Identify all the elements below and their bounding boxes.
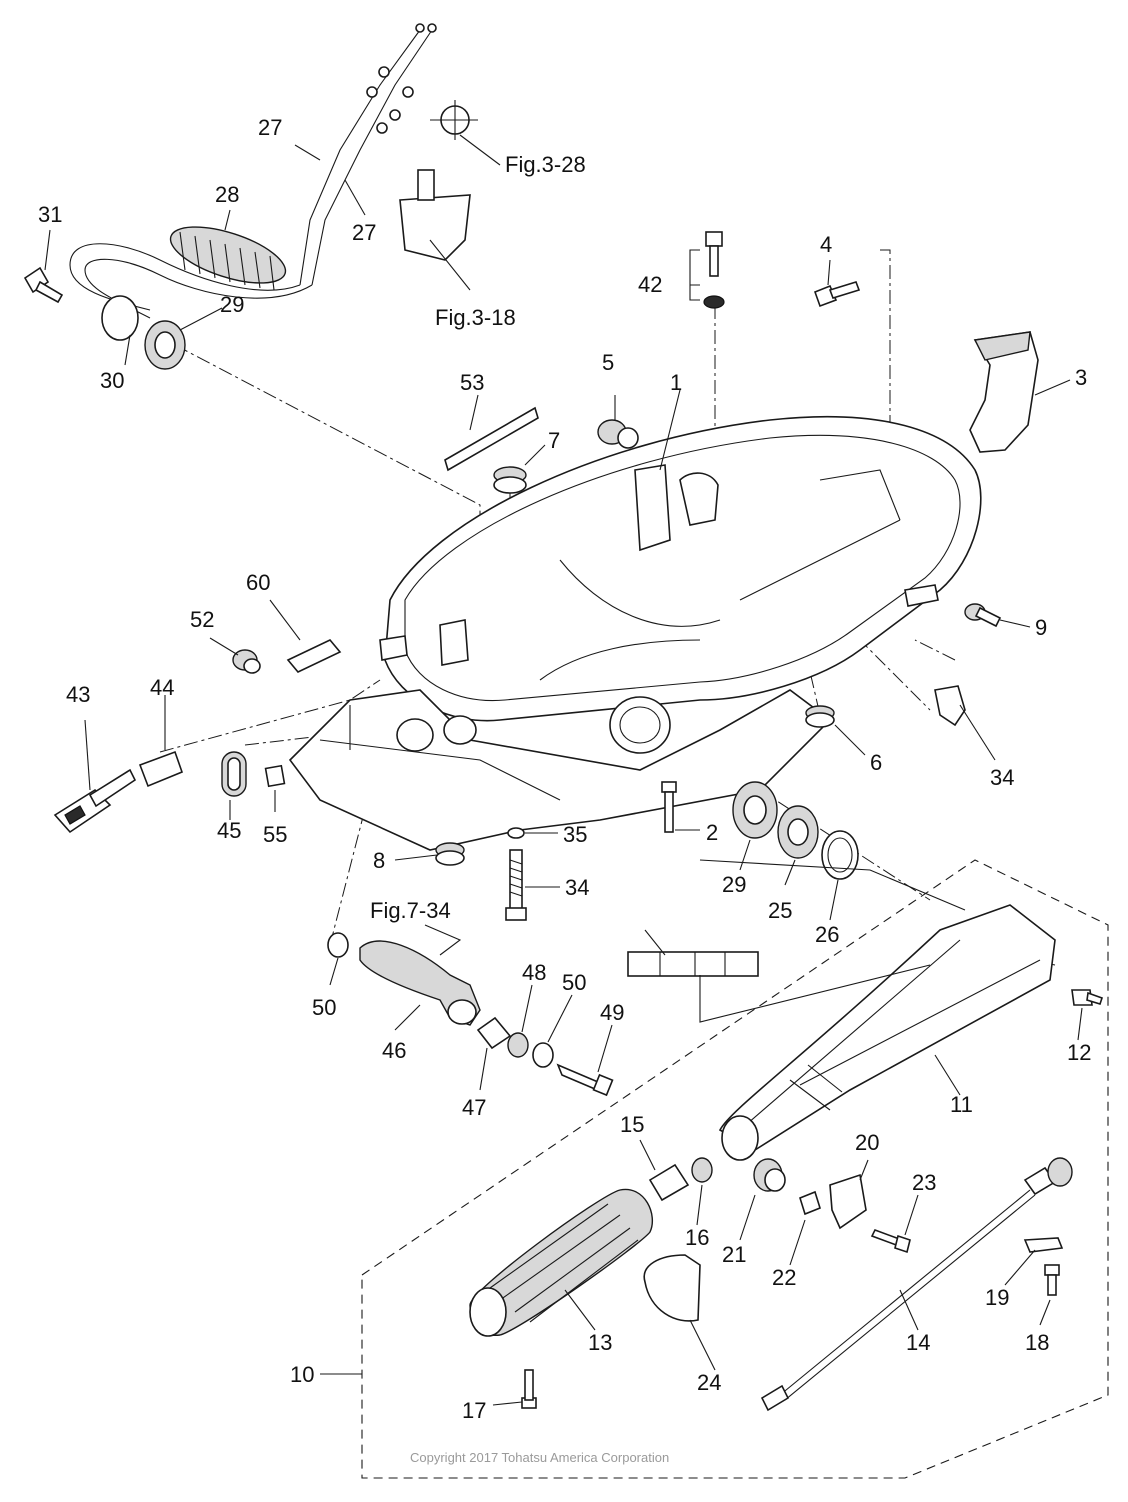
shaft-47-48-50-49 bbox=[476, 1016, 614, 1097]
callout-55: 60 bbox=[246, 570, 270, 595]
callout-27-lower: 27 bbox=[352, 220, 376, 245]
bolt-washer-42 bbox=[703, 231, 725, 309]
fig-ref-7-34: Fig.7-34 bbox=[370, 898, 451, 923]
callout-30: 30 bbox=[100, 368, 124, 393]
callout-17: 17 bbox=[462, 1398, 486, 1423]
decal-60 bbox=[627, 951, 759, 977]
leader-lines bbox=[44, 134, 1083, 1406]
callout-2: 2 bbox=[706, 820, 718, 845]
callout-14: 14 bbox=[906, 1330, 930, 1355]
bolt-4 bbox=[813, 281, 861, 308]
callout-21: 21 bbox=[722, 1242, 746, 1267]
cable-14 bbox=[760, 1157, 1073, 1412]
callout-20: 20 bbox=[855, 1130, 879, 1155]
callout-7: 7 bbox=[548, 428, 560, 453]
lower-cowl bbox=[288, 415, 982, 851]
callout-50-left: 50 bbox=[312, 995, 336, 1020]
callout-29-upper: 29 bbox=[220, 292, 244, 317]
band-24 bbox=[643, 1254, 701, 1322]
cable-harness bbox=[23, 23, 478, 370]
washers-29-25-26 bbox=[732, 781, 859, 880]
tilt-lever-3 bbox=[969, 331, 1039, 453]
callout-26: 26 bbox=[815, 922, 839, 947]
assembly-boundary-10 bbox=[361, 859, 1109, 1479]
bolt-2 bbox=[661, 781, 677, 833]
bolt-34-washer-35 bbox=[505, 827, 527, 921]
callout-47: 47 bbox=[462, 1095, 486, 1120]
bolt-31 bbox=[23, 266, 64, 304]
callout-49: 49 bbox=[600, 1000, 624, 1025]
callout-23: 23 bbox=[912, 1170, 936, 1195]
callout-31: 31 bbox=[38, 202, 62, 227]
callout-45: 45 bbox=[217, 818, 241, 843]
callout-6: 6 bbox=[870, 750, 882, 775]
lever-46 bbox=[359, 940, 481, 1026]
callout-13: 13 bbox=[588, 1330, 612, 1355]
callout-41: 34 bbox=[990, 765, 1014, 790]
callout-42: 42 bbox=[638, 272, 662, 297]
grommet-6 bbox=[805, 705, 835, 728]
callout-48: 48 bbox=[522, 960, 546, 985]
callout-16: 16 bbox=[685, 1225, 709, 1250]
bolt-9 bbox=[964, 603, 1002, 628]
callout-11: 11 bbox=[950, 1092, 973, 1117]
callout-8: 8 bbox=[373, 848, 385, 873]
tiller-arm-11 bbox=[699, 859, 1056, 1161]
bolt-12 bbox=[1071, 989, 1104, 1006]
callout-43: 43 bbox=[66, 682, 90, 707]
washer-50-left bbox=[327, 932, 349, 958]
grommet-7 bbox=[493, 466, 527, 494]
callout-1: 1 bbox=[670, 370, 682, 395]
callout-35: 35 bbox=[563, 822, 587, 847]
callout-9: 9 bbox=[1035, 615, 1047, 640]
callout-3: 3 bbox=[1075, 365, 1087, 390]
parts-15-16 bbox=[648, 1157, 713, 1202]
callout-51: 52 bbox=[190, 607, 214, 632]
callout-34: 34 bbox=[565, 875, 589, 900]
callout-25: 25 bbox=[768, 898, 792, 923]
screw-18 bbox=[1044, 1264, 1060, 1296]
callout-44: 44 bbox=[150, 675, 174, 700]
fig-ref-3-28: Fig.3-28 bbox=[505, 152, 586, 177]
callout-15: 15 bbox=[620, 1112, 644, 1137]
decal-55 bbox=[286, 639, 342, 673]
screw-17 bbox=[521, 1369, 537, 1409]
grommet-45 bbox=[221, 751, 247, 797]
knob-41 bbox=[934, 685, 966, 727]
callout-labels: 27 27 28 31 29 30 Fig.3-28 Fig.3-18 42 4… bbox=[38, 115, 1091, 1423]
plug-51 bbox=[232, 649, 261, 674]
callout-27-upper: 27 bbox=[258, 115, 282, 140]
callout-4: 4 bbox=[820, 232, 832, 257]
decal-52 bbox=[444, 406, 539, 472]
callout-52: 53 bbox=[460, 370, 484, 395]
copyright-notice: Copyright 2017 Tohatsu America Corporati… bbox=[410, 1450, 669, 1465]
clip-19 bbox=[1023, 1237, 1064, 1253]
callout-28: 28 bbox=[215, 182, 239, 207]
switch-43-44 bbox=[53, 750, 184, 834]
ignition-bracket bbox=[399, 100, 478, 261]
grip-13 bbox=[469, 1188, 654, 1337]
fig-ref-3-18: Fig.3-18 bbox=[435, 305, 516, 330]
callout-29-lower: 29 bbox=[722, 872, 746, 897]
callout-19: 19 bbox=[985, 1285, 1009, 1310]
callout-18: 18 bbox=[1025, 1330, 1049, 1355]
callout-22: 22 bbox=[772, 1265, 796, 1290]
grommet-8 bbox=[435, 842, 465, 866]
throttle-parts-21-22-20 bbox=[753, 1158, 867, 1230]
callout-46: 46 bbox=[382, 1038, 406, 1063]
callout-53: 55 bbox=[263, 822, 287, 847]
plate-53 bbox=[264, 764, 286, 788]
callout-12: 12 bbox=[1067, 1040, 1091, 1065]
seal-5 bbox=[597, 419, 639, 449]
callout-5: 5 bbox=[602, 350, 614, 375]
callout-10: 10 bbox=[290, 1362, 314, 1387]
callout-24: 24 bbox=[697, 1370, 721, 1395]
screw-23 bbox=[870, 1229, 911, 1254]
callout-50-right: 50 bbox=[562, 970, 586, 995]
